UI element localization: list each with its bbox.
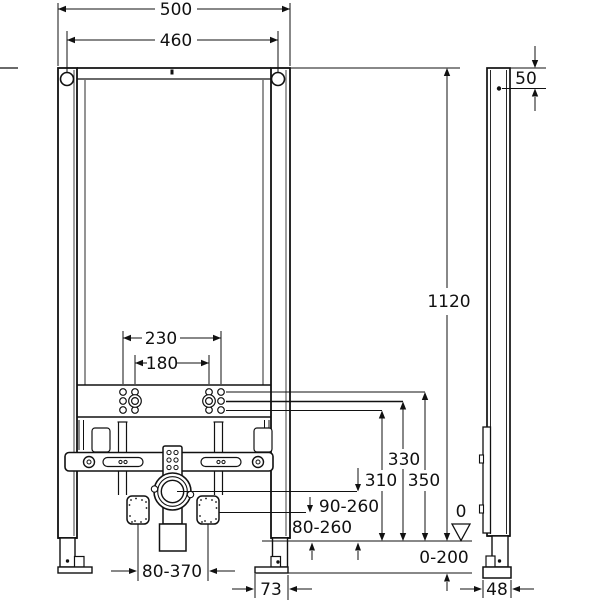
- dim-foot-plate: 73: [232, 574, 312, 600]
- rail-slot-right: [200, 456, 242, 468]
- fixing-hole-band: [77, 384, 271, 418]
- side-foot: [482, 535, 512, 579]
- dim-fixing-inner: 180: [134, 354, 210, 384]
- hole-row-leaders: [226, 391, 425, 411]
- support-brackets: [78, 420, 273, 453]
- dim-label-90-260: 90-260: [319, 497, 379, 517]
- dim-profile-depth: 48: [460, 580, 534, 600]
- dim-rod-spacing: 80-370: [111, 524, 235, 582]
- dim-label-80-260: 80-260: [292, 518, 352, 538]
- top-center-mark: [170, 69, 174, 75]
- rail-slot-left: [102, 456, 144, 468]
- floor-range-arrows: [309, 542, 361, 560]
- side-view: [478, 67, 512, 579]
- foot-right: [254, 537, 290, 574]
- dim-label-460: 460: [160, 31, 192, 51]
- dim-hole-row-bottom: 310: [355, 410, 397, 541]
- dim-floor-buildup: 0-200: [419, 548, 469, 591]
- dim-label-0-200: 0-200: [419, 548, 468, 568]
- dim-frame-height: 1120: [290, 67, 471, 541]
- side-hole: [496, 86, 502, 91]
- dim-label-230: 230: [145, 329, 177, 349]
- foot-left: [57, 537, 93, 574]
- front-view: [0, 67, 291, 574]
- hanger-hole-right: [270, 71, 286, 87]
- dim-fixing-outer: 230: [122, 329, 222, 384]
- dim-side-hole-offset: 50: [502, 46, 546, 111]
- dim-label-73: 73: [260, 580, 282, 600]
- mounting-block-right: [196, 495, 220, 525]
- mounting-block-left: [126, 495, 150, 525]
- datum-triangle-icon: [450, 523, 472, 542]
- dim-label-350: 350: [408, 471, 440, 491]
- dim-label-0: 0: [456, 502, 467, 522]
- side-wall-plate: [482, 426, 492, 534]
- dim-label-50: 50: [515, 69, 537, 89]
- down-arrow-icon: [307, 505, 313, 513]
- dim-hole-row-mid: 330: [388, 401, 420, 541]
- dim-drain-range: 90-260: [177, 491, 379, 517]
- dim-label-500: 500: [160, 0, 192, 20]
- dimensions: 500 460 230 180 1120: [57, 0, 546, 600]
- dim-label-330: 330: [388, 450, 420, 470]
- drain-flange: [150, 472, 195, 511]
- side-bolt-lower: [478, 504, 485, 514]
- side-bolt-upper: [478, 454, 485, 464]
- dim-label-180: 180: [146, 354, 178, 374]
- datum-symbol: 0: [450, 502, 472, 542]
- hanger-hole-left: [59, 71, 75, 87]
- dim-label-1120: 1120: [427, 292, 470, 312]
- down-arrow-icon: [355, 484, 361, 492]
- right-rail: [270, 67, 291, 539]
- dim-label-310: 310: [365, 471, 397, 491]
- dim-hole-row-top: 350: [408, 392, 440, 541]
- dim-hanger-spacing: 460: [66, 31, 279, 73]
- dim-label-48: 48: [486, 580, 508, 600]
- dim-label-80-370: 80-370: [142, 562, 202, 582]
- dim-frame-width: 500: [57, 0, 291, 66]
